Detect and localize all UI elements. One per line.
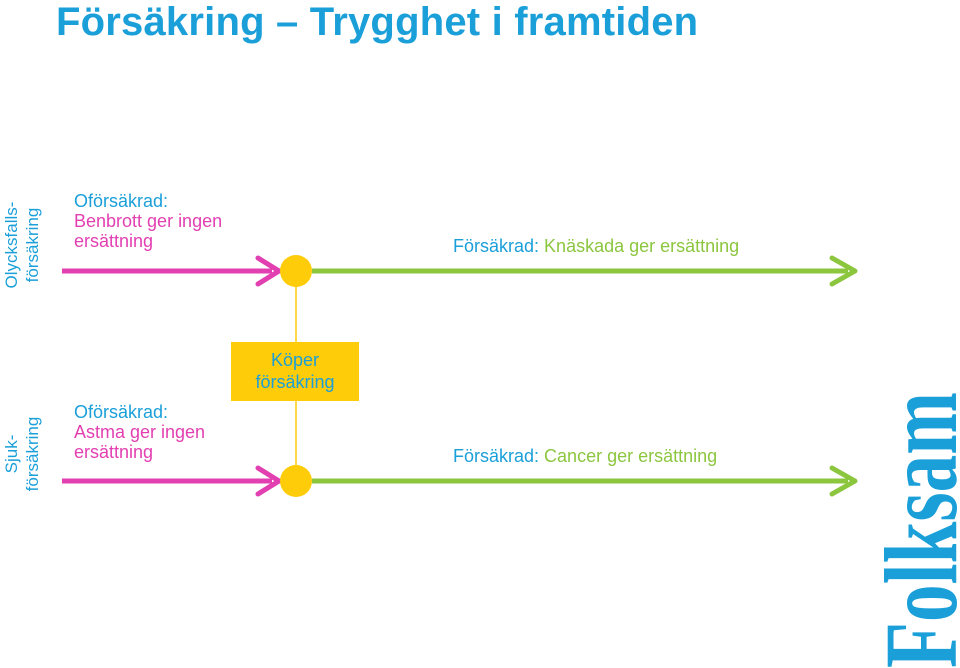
uninsured-arrowhead-accident: [255, 255, 282, 287]
uninsured-note-accident: Oförsäkrad: Benbrott ger ingen ersättnin…: [74, 191, 244, 251]
insured-note-accident: Försäkrad: Knäskada ger ersättning: [453, 236, 739, 257]
purchase-point-sickness: [280, 465, 312, 497]
uninsured-text: Astma ger ingen ersättning: [74, 422, 206, 462]
uninsured-label: Oförsäkrad:: [74, 191, 169, 211]
buys-insurance-line1: Köper: [270, 350, 320, 370]
purchase-point-accident: [280, 255, 312, 287]
uninsured-text: Benbrott ger ingen ersättning: [74, 211, 223, 251]
insured-note-sickness: Försäkrad: Cancer ger ersättning: [453, 446, 717, 467]
uninsured-note-sickness: Oförsäkrad: Astma ger ingen ersättning: [74, 402, 234, 462]
buys-insurance-line2: försäkring: [255, 372, 335, 392]
insured-label: Försäkrad:: [453, 236, 540, 256]
insured-text: Knäskada ger ersättning: [544, 236, 740, 256]
insured-text: Cancer ger ersättning: [544, 446, 718, 466]
folksam-logo: Folksam: [864, 392, 960, 668]
insured-label: Försäkrad:: [453, 446, 540, 466]
buys-insurance-box: Köper försäkring: [231, 342, 359, 401]
insured-arrowhead-accident: [829, 255, 858, 287]
folksam-logo-text: Folksam: [864, 392, 960, 668]
uninsured-label: Oförsäkrad:: [74, 402, 169, 422]
uninsured-arrowhead-sickness: [255, 465, 282, 497]
page-title: Försäkring – Trygghet i framtiden: [56, 0, 699, 44]
insured-arrowhead-sickness: [829, 465, 858, 497]
